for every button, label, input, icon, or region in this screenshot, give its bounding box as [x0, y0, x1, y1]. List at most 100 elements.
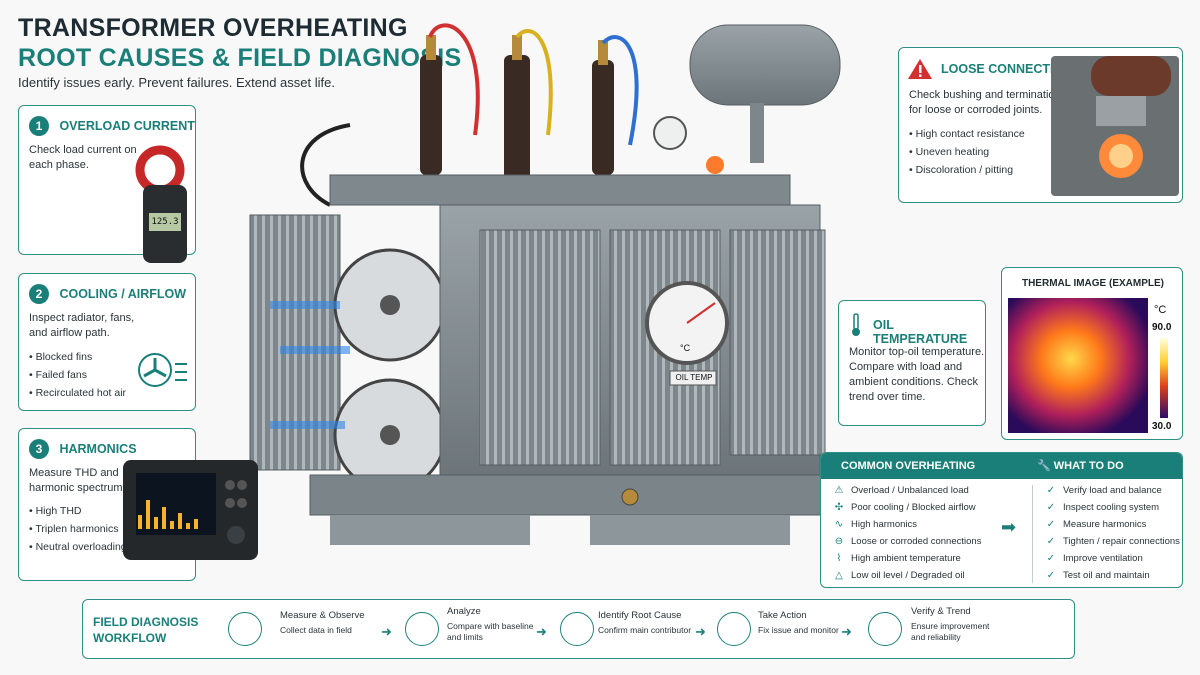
- harmonics-title: HARMONICS: [59, 442, 137, 457]
- clamp-meter-reading: 125.3: [151, 217, 179, 227]
- cooling-text: Inspect radiator, fans, and airflow path…: [29, 312, 135, 339]
- oil-temp-gauge: [645, 281, 729, 386]
- table-divider: [1032, 485, 1033, 583]
- action-row: ✓Tighten / repair connections: [1045, 534, 1180, 550]
- harmonics-bullets: High THD Triplen harmonics Neutral overl…: [29, 502, 127, 556]
- oil-temp-gauge-unit: °C: [680, 343, 691, 353]
- action-row: ✓Improve ventilation: [1045, 551, 1143, 567]
- workflow-arrow-icon: ➜: [841, 624, 852, 639]
- loose-bullet: High contact resistance: [909, 125, 1025, 143]
- cooling-number-badge: 2: [29, 284, 49, 304]
- workflow-title: FIELD DIAGNOSIS WORKFLOW: [93, 614, 198, 646]
- power-analyzer-icon: [123, 460, 258, 560]
- oil-text: Monitor top-oil temperature. Compare wit…: [849, 346, 985, 403]
- workflow-title-line2: WORKFLOW: [93, 631, 167, 645]
- wave-icon: ∿: [834, 519, 844, 530]
- clock-icon: [868, 612, 902, 646]
- overload-number-badge: 1: [29, 116, 49, 136]
- thermometer-magnifier-icon: [228, 612, 262, 646]
- loose-text: Check bushing and terminations for loose…: [909, 89, 1067, 116]
- transformer-illustration: [249, 23, 841, 545]
- check-icon: ✓: [1046, 536, 1056, 547]
- harmonics-bullet: High THD: [29, 502, 127, 520]
- oil-warning-icon: △: [835, 570, 843, 581]
- check-icon: ✓: [1046, 485, 1056, 496]
- connection-icon: ⊖: [834, 536, 844, 547]
- clamp-meter-icon: 125.3: [125, 145, 205, 265]
- workflow-step-measure: Measure & Observe Collect data in field: [280, 610, 365, 635]
- oil-temp-gauge-label: OIL TEMP: [675, 373, 713, 382]
- workflow-arrow-icon: ➜: [381, 624, 392, 639]
- check-icon: ✓: [1046, 502, 1056, 513]
- harmonics-bullet: Triplen harmonics: [29, 520, 127, 538]
- action-row: ✓Measure harmonics: [1045, 517, 1147, 533]
- cooling-bullet: Recirculated hot air: [29, 384, 126, 402]
- page-subtitle: Identify issues early. Prevent failures.…: [18, 75, 335, 90]
- hot-terminal-photo: [1051, 56, 1179, 196]
- page-title-line2: ROOT CAUSES & FIELD DIAGNOSIS: [18, 44, 462, 72]
- cooling-bullets: Blocked fins Failed fans Recirculated ho…: [29, 348, 126, 402]
- causes-table: COMMON OVERHEATING CAUSES 🔧 WHAT TO DO ⚠…: [820, 452, 1183, 588]
- thermal-scale-max: 90.0: [1152, 322, 1172, 333]
- loose-title: LOOSE CONNECTION: [941, 62, 1073, 76]
- workflow-step-analyze: Analyze Compare with baseline and limits: [447, 606, 534, 642]
- loose-bullets: High contact resistance Uneven heating D…: [909, 125, 1025, 179]
- thermal-image: [1008, 298, 1168, 433]
- cause-row: ✣Poor cooling / Blocked airflow: [833, 500, 976, 516]
- bushing-hv-3: [592, 40, 614, 175]
- causes-header-left: COMMON OVERHEATING CAUSES: [821, 453, 1021, 498]
- tools-icon: [717, 612, 751, 646]
- trend-chart-icon: [405, 612, 439, 646]
- cause-row: △Low oil level / Degraded oil: [833, 568, 964, 584]
- arrow-right-icon: ➡: [1001, 517, 1017, 537]
- loose-bullet: Discoloration / pitting: [909, 161, 1025, 179]
- workflow-step-identify: Identify Root Cause Confirm main contrib…: [598, 610, 692, 635]
- check-icon: ✓: [1046, 519, 1056, 530]
- workflow-arrow-icon: ➜: [695, 624, 706, 639]
- workflow-step-action: Take Action Fix issue and monitor: [758, 610, 839, 635]
- cause-row: ∿High harmonics: [833, 517, 917, 533]
- fan-airflow-icon: [138, 353, 187, 387]
- wrench-icon: 🔧: [1037, 460, 1051, 472]
- fan-icon: ✣: [834, 502, 844, 513]
- workflow-step-verify: Verify & Trend Ensure improvement and re…: [911, 606, 990, 642]
- thermal-unit: °C: [1154, 304, 1167, 316]
- workflow-bar: FIELD DIAGNOSIS WORKFLOW Measure & Obser…: [82, 599, 1075, 659]
- root-cause-magnifier-icon: [560, 612, 594, 646]
- bushing-hv-1: [420, 35, 442, 175]
- bushing-hv-2: [504, 35, 530, 180]
- thermometer-icon: [852, 313, 860, 336]
- workflow-arrow-icon: ➜: [536, 624, 547, 639]
- check-icon: ✓: [1046, 570, 1056, 581]
- page-title-line1: TRANSFORMER OVERHEATING: [18, 14, 408, 42]
- action-row: ✓Verify load and balance: [1045, 483, 1162, 499]
- cooling-fan-upper: [333, 248, 447, 362]
- card-oil-temperature: OIL TEMPERATURE Monitor top-oil temperat…: [838, 300, 986, 426]
- cause-row: ⚠Overload / Unbalanced load: [833, 483, 969, 499]
- warning-triangle-icon: [908, 59, 932, 79]
- cooling-fan-lower: [333, 378, 447, 492]
- thermal-title: THERMAL IMAGE (EXAMPLE): [1021, 278, 1165, 289]
- oil-title: OIL TEMPERATURE: [873, 318, 968, 346]
- whattodo-header: 🔧 WHAT TO DO: [1021, 453, 1182, 479]
- card-loose-connection: LOOSE CONNECTION Check bushing and termi…: [898, 47, 1183, 203]
- check-icon: ✓: [1046, 553, 1056, 564]
- cause-row: ⌇High ambient temperature: [833, 551, 961, 567]
- cause-row: ⊖Loose or corroded connections: [833, 534, 982, 550]
- overload-icon: ⚠: [834, 485, 844, 496]
- cooling-bullet: Failed fans: [29, 366, 126, 384]
- workflow-title-line1: FIELD DIAGNOSIS: [93, 615, 199, 629]
- cooling-title: COOLING / AIRFLOW: [59, 287, 187, 302]
- thermal-scale-min: 30.0: [1152, 421, 1172, 432]
- cooling-bullet: Blocked fins: [29, 348, 126, 366]
- temperature-icon: ⌇: [836, 553, 842, 564]
- card-cooling-airflow: 2 COOLING / AIRFLOW Inspect radiator, fa…: [18, 273, 196, 411]
- whattodo-header-label: WHAT TO DO: [1053, 460, 1124, 472]
- card-thermal-image: THERMAL IMAGE (EXAMPLE) °C 90.0 30.0: [1001, 267, 1183, 440]
- action-row: ✓Inspect cooling system: [1045, 500, 1159, 516]
- overload-text: Check load current on each phase.: [29, 144, 137, 171]
- harmonics-text: Measure THD and harmonic spectrum.: [29, 467, 126, 494]
- harmonics-number-badge: 3: [29, 439, 49, 459]
- overload-title: OVERLOAD CURRENT: [59, 119, 195, 134]
- action-row: ✓Test oil and maintain: [1045, 568, 1150, 584]
